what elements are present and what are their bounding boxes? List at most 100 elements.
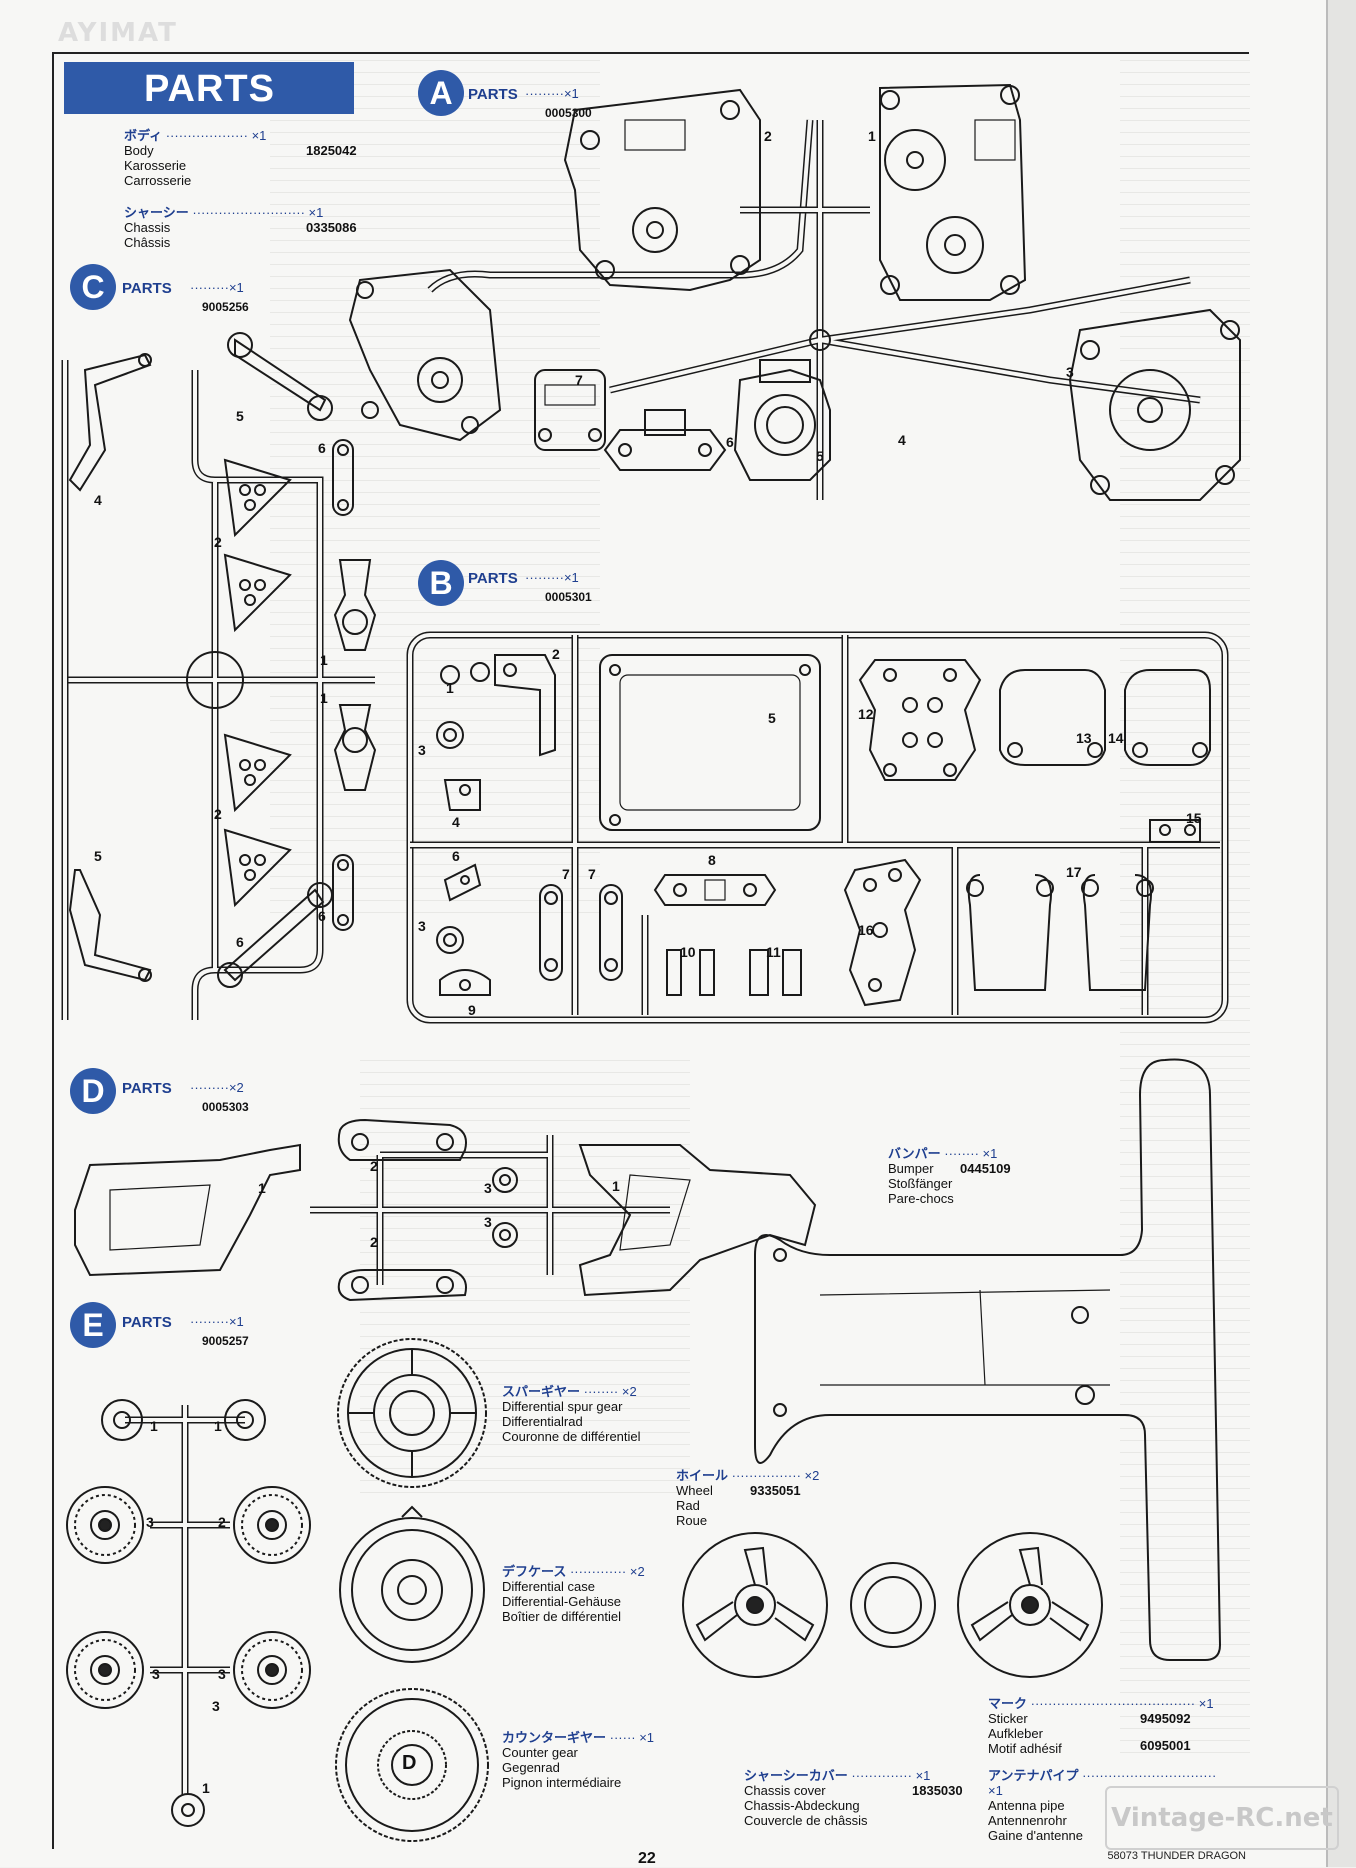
part-jp: ホイール	[676, 1468, 729, 1483]
part-en: Chassis	[124, 220, 171, 235]
part-qty: ×2	[629, 1564, 645, 1579]
bag-code-d: 0005303	[202, 1100, 249, 1114]
tree-b-num: 7	[588, 866, 596, 882]
tree-c-num: 6	[236, 934, 244, 950]
bag-label-e: PARTS	[122, 1314, 172, 1331]
tree-a-num: 3	[1066, 364, 1074, 380]
tree-b-num: 16	[858, 922, 874, 938]
tree-b-num: 1	[446, 680, 454, 696]
tree-b-num: 7	[562, 866, 570, 882]
part-code: 6095001	[1140, 1738, 1191, 1753]
differential-case-drawing	[339, 1505, 485, 1663]
tree-a-num: 4	[898, 432, 906, 448]
tree-c-num: 5	[236, 408, 244, 424]
part-de: Chassis-Abdeckung	[744, 1798, 860, 1813]
wheel-rim-drawing	[850, 1562, 936, 1648]
tree-b-num: 8	[708, 852, 716, 868]
page-number: 22	[638, 1850, 656, 1867]
part-fr: Carrosserie	[124, 173, 192, 188]
tree-a-num: 6	[726, 434, 734, 450]
part-en: Counter gear	[502, 1745, 578, 1760]
tree-b-num: 12	[858, 706, 874, 722]
bag-qty-c: ·········×1	[190, 280, 244, 295]
tree-e-num: 3	[212, 1698, 220, 1714]
next-page-edge	[1326, 0, 1356, 1867]
part-de: Aufkleber	[988, 1726, 1043, 1741]
part-de: Antennenrohr	[988, 1813, 1067, 1828]
tree-b-num: 6	[452, 848, 460, 864]
part-code: 9335051	[750, 1483, 801, 1498]
tree-d-num: 1	[612, 1178, 620, 1194]
part-code: 1835030	[912, 1783, 963, 1798]
part-qty: ×1	[988, 1783, 1003, 1798]
spur-gear-drawing	[337, 1338, 487, 1488]
parts-tree-c	[61, 332, 377, 1020]
watermark: Vintage-RC.net	[1105, 1786, 1339, 1850]
part-jp: スパーギヤー	[502, 1384, 581, 1399]
bag-badge-d: D	[70, 1068, 116, 1114]
tree-b-num: 11	[766, 944, 781, 960]
bag-qty-d: ·········×2	[190, 1080, 244, 1095]
part-en: Differential case	[502, 1579, 595, 1594]
part-jp: デフケース	[502, 1564, 567, 1579]
bevel-gear	[233, 1486, 311, 1564]
bag-label-d: PARTS	[122, 1080, 172, 1097]
part-en: Chassis cover	[744, 1783, 826, 1798]
part-fr: Boîtier de différentiel	[502, 1609, 621, 1624]
bevel-gear	[66, 1631, 144, 1709]
tree-d-num: 2	[370, 1234, 378, 1250]
tree-c-num: 4	[94, 492, 102, 508]
bag-badge-a: A	[418, 70, 464, 116]
wheel-drawing	[682, 1532, 828, 1678]
part-code: 0335086	[306, 220, 357, 235]
parts-tree-a	[348, 83, 1241, 501]
part-en: Antenna pipe	[988, 1798, 1065, 1813]
bleed-through-text	[360, 1060, 690, 1500]
tree-b-num: 3	[418, 918, 426, 934]
part-code: 1825042	[306, 143, 357, 158]
tree-d-num: 1	[258, 1180, 266, 1196]
part-fr: Roue	[676, 1513, 708, 1528]
part-jp: マーク	[988, 1696, 1028, 1711]
bag-badge-b: B	[418, 560, 464, 606]
part-de: Rad	[676, 1498, 700, 1513]
parts-banner: PARTS	[64, 62, 354, 114]
bag-code-e: 9005257	[202, 1334, 249, 1348]
tree-d-num: 3	[484, 1214, 492, 1230]
bevel-gear	[66, 1486, 144, 1564]
bumper-drawing	[754, 1058, 1222, 1661]
tree-b-num: 4	[452, 814, 460, 830]
part-qty: ×2	[804, 1468, 820, 1483]
tree-e-num: 1	[202, 1780, 210, 1796]
parts-tree-d	[74, 1118, 817, 1302]
bag-badge-e: E	[70, 1302, 116, 1348]
page-frame	[52, 52, 1249, 1849]
part-differential-case: デフケース ············· ×2 Differential case…	[502, 1564, 702, 1624]
part-fr: Pignon intermédiaire	[502, 1775, 622, 1790]
part-fr: Châssis	[124, 235, 171, 250]
part-qty: ×1	[251, 128, 267, 143]
tree-e-num: 2	[218, 1514, 226, 1530]
tree-d-num: 2	[370, 1158, 378, 1174]
bleed-through-text	[270, 60, 600, 920]
bag-code-c: 9005256	[202, 300, 249, 314]
footer-model: 58073 THUNDER DRAGON	[1107, 1850, 1246, 1862]
brand-logo: AYIMAT	[58, 18, 178, 48]
part-qty: ×1	[1198, 1696, 1214, 1711]
tree-c-num: 6	[318, 908, 326, 924]
part-antenna-pipe: アンテナパイプ ······························· …	[988, 1738, 1217, 1843]
tree-c-num: 6	[318, 440, 326, 456]
parts-tree-b	[406, 631, 1229, 1024]
part-chassis: シャーシー ·························· ×1 Chas…	[124, 205, 364, 250]
part-counter-gear: カウンターギヤー ······ ×1 Counter gear Gegenrad…	[502, 1730, 702, 1790]
tree-e-num: 1	[150, 1418, 158, 1434]
part-qty: ×1	[639, 1730, 655, 1745]
part-de: Gegenrad	[502, 1760, 560, 1775]
tree-e-num: 3	[152, 1666, 160, 1682]
part-fr: Pare-chocs	[888, 1191, 954, 1206]
part-en: Wheel	[676, 1483, 713, 1498]
part-fr: Gaine d'antenne	[988, 1828, 1084, 1843]
part-code: 9495092	[1140, 1711, 1191, 1726]
